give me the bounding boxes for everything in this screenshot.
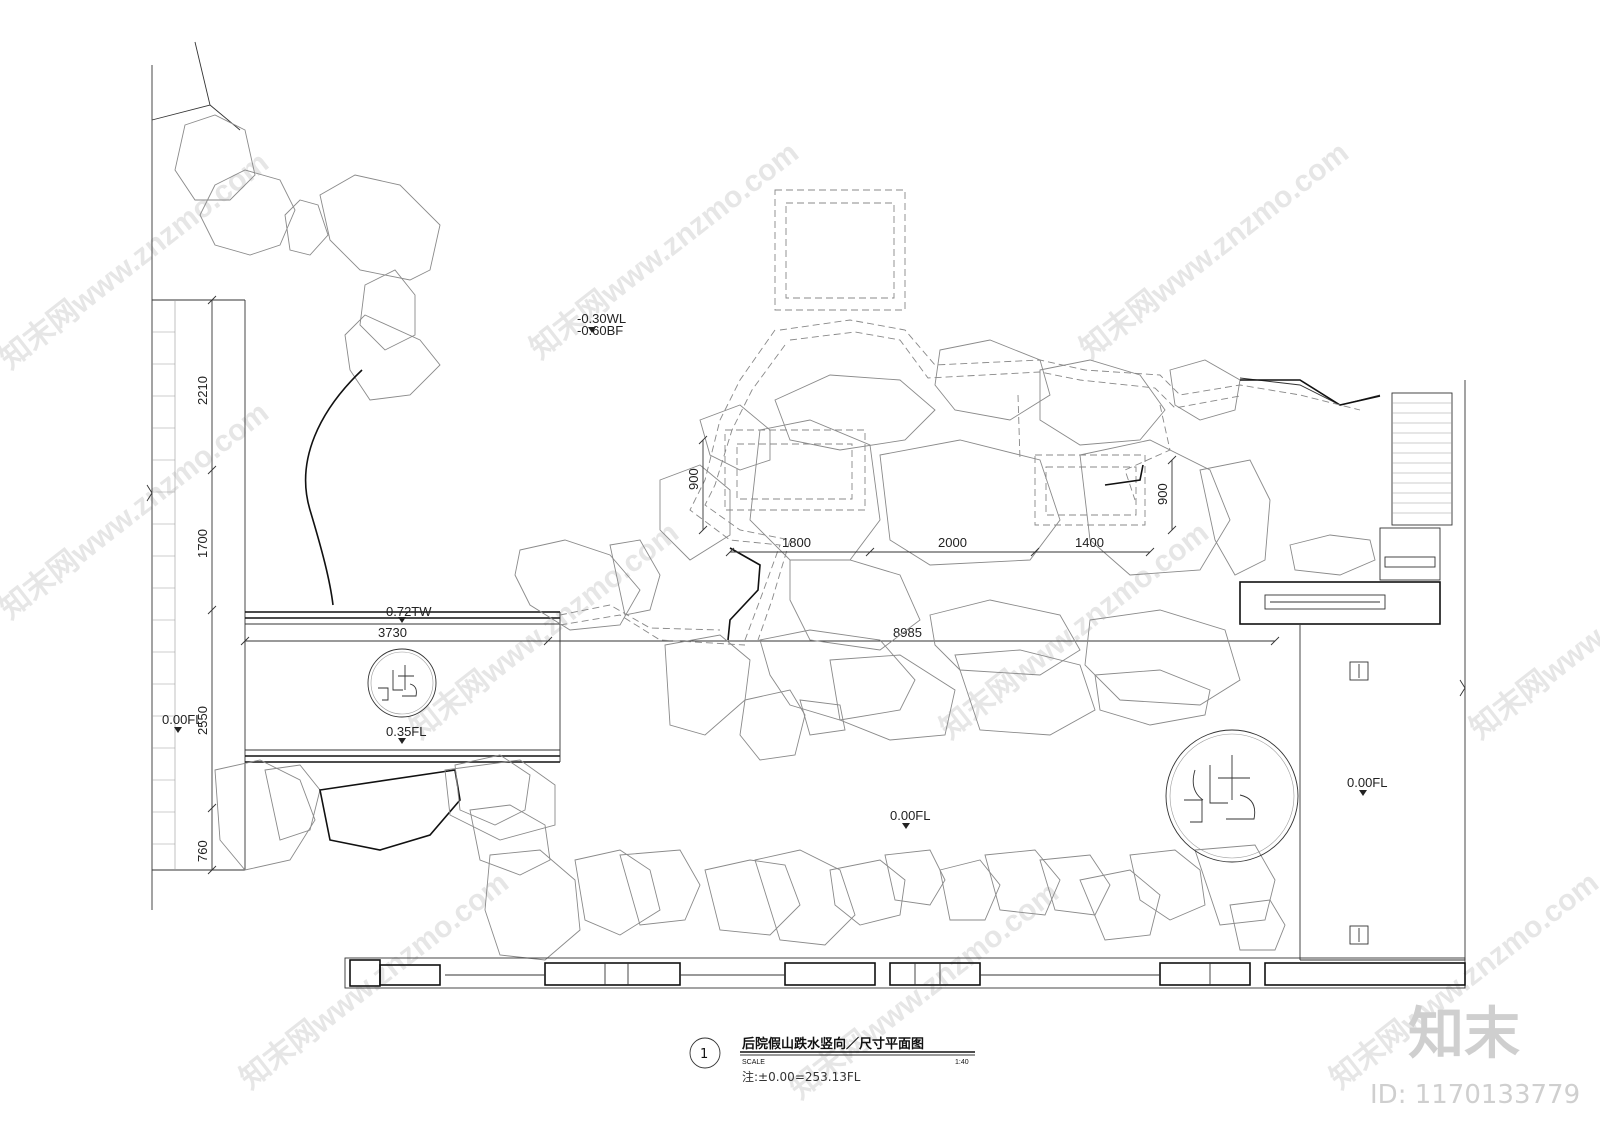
title-block: 1 后院假山跌水竖向／尺寸平面图 SCALE 1:40 注:±0.00=253.… bbox=[689, 1036, 975, 1084]
bottom-wall bbox=[344, 957, 1466, 989]
brand-watermark: 知末 ID: 1170133779 bbox=[1370, 1002, 1580, 1110]
resource-id: ID: 1170133779 bbox=[1370, 1080, 1580, 1110]
site-boundary-left: 2210 1700 2550 760 bbox=[146, 65, 246, 910]
dim-segment-2: 2000 bbox=[938, 535, 967, 550]
dim-segment-1: 1800 bbox=[782, 535, 811, 550]
dim-cascade-right: 900 bbox=[1155, 483, 1170, 505]
watermark-text: 知末网www.znzmo.com bbox=[524, 136, 805, 366]
dim-left-4: 760 bbox=[195, 840, 210, 862]
level-left-floor: 0.00FL bbox=[162, 712, 202, 727]
drawing-number: 1 bbox=[700, 1047, 708, 1062]
scale-value: 1:40 bbox=[955, 1059, 969, 1066]
bridge-emblem-icon bbox=[367, 648, 437, 718]
dim-left-2: 1700 bbox=[195, 529, 210, 558]
cascade-dimensions: 900 900 1800 2000 1400 bbox=[686, 435, 1177, 557]
watermark-text: 知末网www.znzmo.com bbox=[0, 146, 275, 376]
level-markers: -0.30WL -0.60BF 0.72TW 0.35FL 0.00FL 0.0… bbox=[162, 311, 1387, 829]
lamp-post-icon bbox=[1349, 925, 1369, 945]
watermark-text: 知末网www.znzmo.com bbox=[1464, 516, 1600, 746]
dim-cascade-left: 900 bbox=[686, 468, 701, 490]
dim-overall-length: 8985 bbox=[893, 625, 922, 640]
lamp-post-icon bbox=[1349, 661, 1369, 681]
rock-cluster-top-left bbox=[151, 41, 441, 606]
dim-left-1: 2210 bbox=[195, 376, 210, 405]
level-top-wall: 0.72TW bbox=[386, 604, 432, 619]
dim-left-3: 2550 bbox=[195, 706, 210, 735]
level-water: -0.30WL bbox=[577, 311, 626, 326]
watermark-text: 知末网www.znzmo.com bbox=[0, 396, 275, 626]
right-terrace bbox=[1165, 380, 1466, 961]
drawing-title: 后院假山跌水竖向／尺寸平面图 bbox=[742, 1036, 924, 1052]
watermark-text: 知末网www.znzmo.com bbox=[1074, 136, 1355, 366]
rockery-lower bbox=[214, 754, 1286, 961]
level-right-floor: 0.00FL bbox=[1347, 775, 1387, 790]
level-center-floor: 0.00FL bbox=[890, 808, 930, 823]
dim-bridge-length: 3730 bbox=[378, 625, 407, 640]
watermark-text: 知末网www.znzmo.com bbox=[404, 516, 685, 746]
cascade-edges bbox=[727, 464, 1144, 641]
floor-emblem-icon bbox=[1165, 729, 1299, 863]
scale-label: SCALE bbox=[742, 1059, 765, 1066]
watermark-text: 知末网www.znzmo.com bbox=[234, 866, 515, 1096]
elevation-note: 注:±0.00=253.13FL bbox=[742, 1069, 861, 1084]
level-bridge-floor: 0.35FL bbox=[386, 724, 426, 739]
watermark-text: 知末网www.znzmo.com bbox=[934, 516, 1215, 746]
waterfall-outline bbox=[559, 189, 1361, 646]
dim-segment-3: 1400 bbox=[1075, 535, 1104, 550]
rockery-main bbox=[514, 339, 1381, 761]
drawing-number-circle bbox=[689, 1037, 721, 1069]
level-bottom: -0.60BF bbox=[577, 323, 623, 338]
brand-logo: 知末 bbox=[1408, 1002, 1520, 1067]
